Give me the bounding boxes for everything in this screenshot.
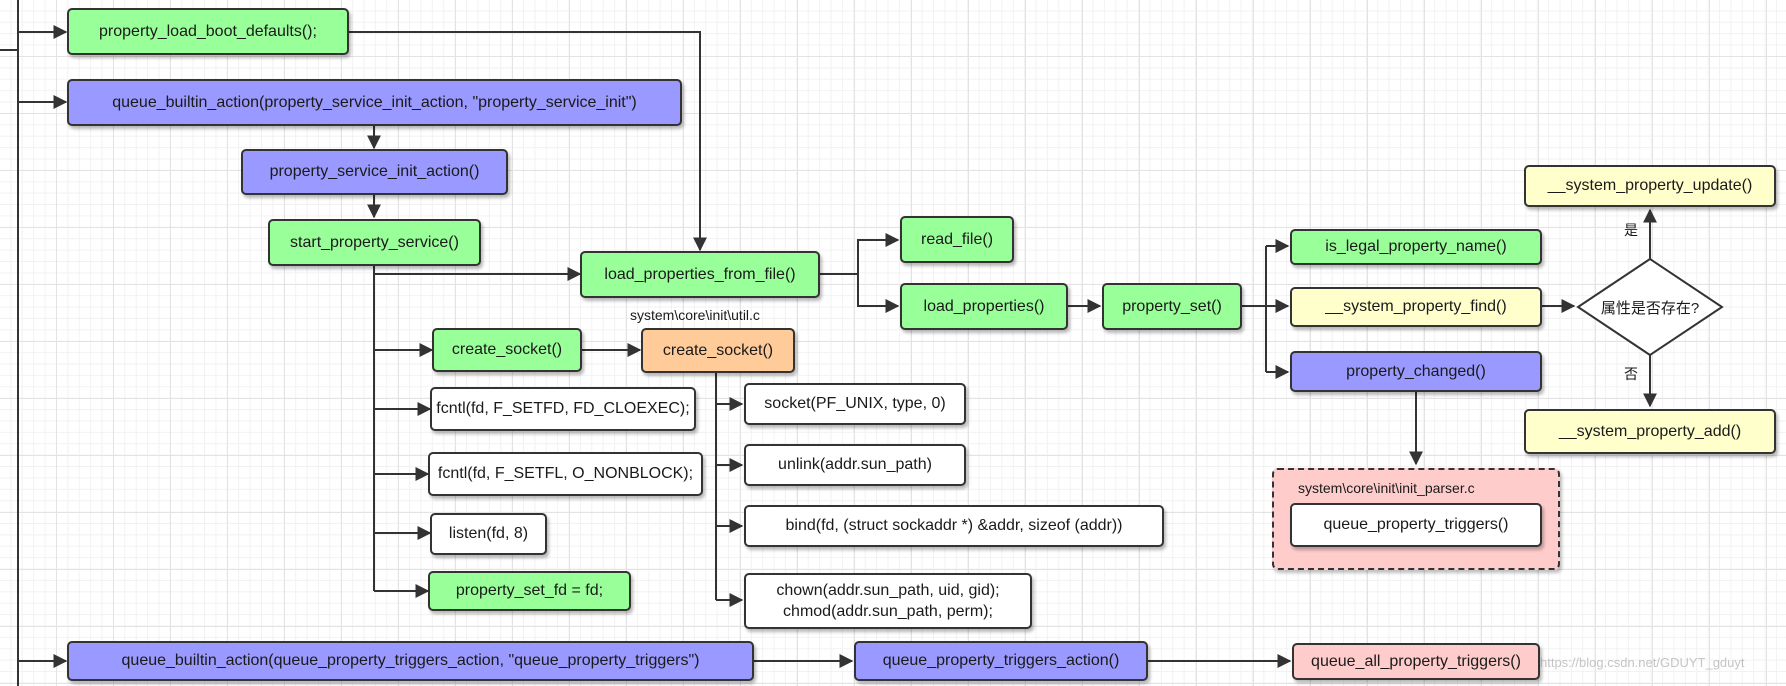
node-fcntl-setfd[interactable]: fcntl(fd, F_SETFD, FD_CLOEXEC); xyxy=(430,387,696,431)
edge-load-file-load-props xyxy=(857,274,900,313)
node-queue-builtin-action-triggers[interactable]: queue_builtin_action(queue_property_trig… xyxy=(67,641,754,681)
node-queue-property-triggers[interactable]: queue_property_triggers() xyxy=(1290,503,1542,547)
node-queue-builtin-action-init[interactable]: queue_builtin_action(property_service_in… xyxy=(67,79,682,126)
node-create-socket-util[interactable]: create_socket() xyxy=(641,328,795,373)
node-property-set-fd[interactable]: property_set_fd = fd; xyxy=(428,571,631,611)
edge-boot-defaults-load-file xyxy=(349,31,707,252)
node-property-load-boot-defaults[interactable]: property_load_boot_defaults(); xyxy=(67,8,349,55)
node-unlink[interactable]: unlink(addr.sun_path) xyxy=(744,444,966,486)
watermark: https://blog.csdn.net/GDUYT_gduyt xyxy=(1540,655,1745,670)
node-start-property-service[interactable]: start_property_service() xyxy=(268,219,481,266)
node-listen[interactable]: listen(fd, 8) xyxy=(430,513,547,555)
util-file-path: system\core\init\util.c xyxy=(630,307,760,323)
node-socket[interactable]: socket(PF_UNIX, type, 0) xyxy=(744,383,966,425)
node-system-property-find[interactable]: __system_property_find() xyxy=(1290,287,1542,327)
no-label: 否 xyxy=(1624,366,1638,382)
node-property-service-init-action[interactable]: property_service_init_action() xyxy=(241,149,508,195)
node-system-property-update[interactable]: __system_property_update() xyxy=(1524,165,1776,207)
node-fcntl-setfl[interactable]: fcntl(fd, F_SETFL, O_NONBLOCK); xyxy=(428,452,703,496)
node-load-properties[interactable]: load_properties() xyxy=(900,283,1068,330)
node-system-property-add[interactable]: __system_property_add() xyxy=(1524,409,1776,454)
init-parser-file-path: system\core\init\init_parser.c xyxy=(1298,480,1475,496)
decision-label: 属性是否存在? xyxy=(1600,300,1700,317)
node-bind[interactable]: bind(fd, (struct sockaddr *) &addr, size… xyxy=(744,505,1164,547)
node-queue-all-property-triggers[interactable]: queue_all_property_triggers() xyxy=(1292,643,1540,680)
decision-diamond xyxy=(1576,257,1724,357)
node-create-socket-a[interactable]: create_socket() xyxy=(432,328,582,372)
node-load-properties-from-file[interactable]: load_properties_from_file() xyxy=(580,251,820,298)
node-is-legal-property-name[interactable]: is_legal_property_name() xyxy=(1290,229,1542,265)
chmod-line: chmod(addr.sun_path, perm); xyxy=(783,603,993,620)
edge-load-file-read-file xyxy=(820,233,900,275)
chown-line: chown(addr.sun_path, uid, gid); xyxy=(776,582,1000,599)
yes-label: 是 xyxy=(1624,222,1638,238)
node-property-set[interactable]: property_set() xyxy=(1102,283,1242,330)
node-read-file[interactable]: read_file() xyxy=(900,216,1014,263)
node-chown-chmod[interactable]: chown(addr.sun_path, uid, gid); chmod(ad… xyxy=(744,573,1032,629)
node-queue-property-triggers-action[interactable]: queue_property_triggers_action() xyxy=(854,641,1148,681)
node-property-changed[interactable]: property_changed() xyxy=(1290,351,1542,392)
